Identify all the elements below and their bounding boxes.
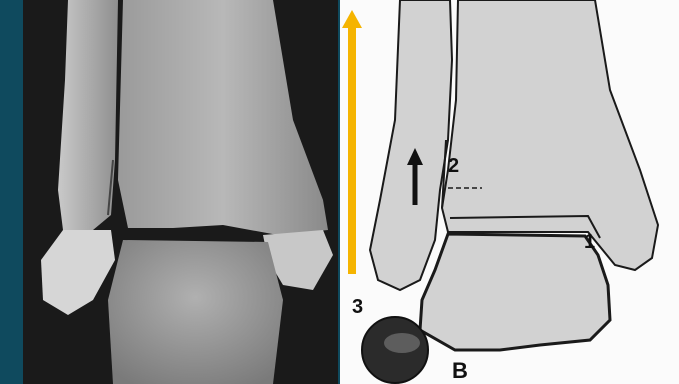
label-2: 2 — [448, 155, 459, 177]
ankle-xray-image — [23, 0, 338, 384]
label-1: 1 — [584, 231, 595, 253]
yellow-arrow-shaft — [348, 24, 356, 274]
label-b: B — [452, 358, 468, 383]
ball-highlight — [384, 333, 420, 353]
talus — [108, 240, 283, 384]
diagram-svg: 2 1 3 B — [340, 0, 679, 384]
xray-svg — [23, 0, 338, 384]
label-3: 3 — [352, 296, 363, 318]
fracture-diagram: 2 1 3 B — [340, 0, 679, 384]
talus-outline — [420, 234, 610, 350]
